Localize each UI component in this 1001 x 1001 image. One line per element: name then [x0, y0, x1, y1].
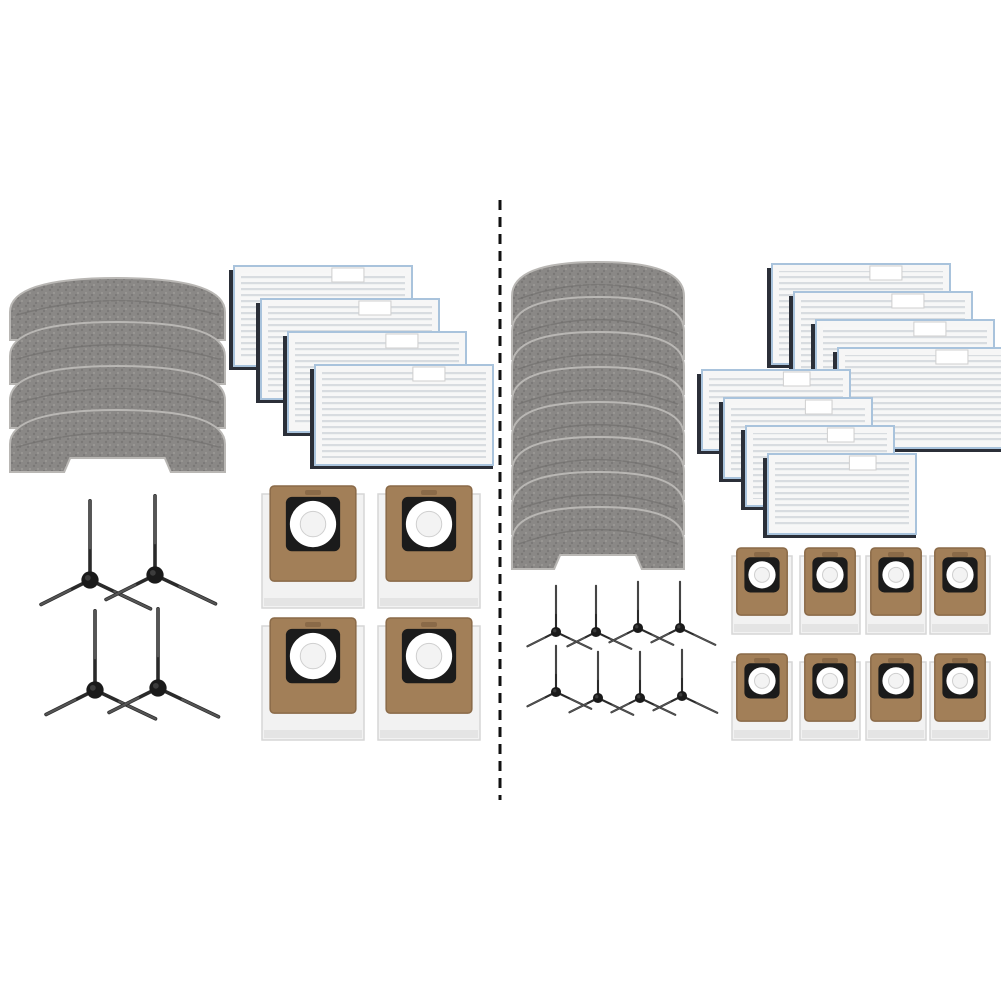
right-dust-bag-8 [929, 653, 991, 741]
right-side-brush-8 [652, 648, 719, 714]
left-dust-bag-2 [377, 485, 481, 609]
right-side-brush-5 [526, 644, 593, 710]
left-dust-bag-3 [261, 617, 365, 741]
right-dust-bag-7 [865, 653, 927, 741]
left-side-brush-1 [39, 499, 153, 611]
mop-pads-layer [9, 260, 685, 570]
dust-bags-layer [261, 485, 991, 741]
right-side-brush-4 [650, 580, 717, 646]
left-side-brush-4 [107, 607, 221, 719]
right-side-brush-7 [610, 650, 677, 716]
right-side-brush-1 [526, 584, 593, 650]
left-side-brush-2 [104, 494, 218, 606]
right-dust-bag-1 [731, 547, 793, 635]
side-brushes-layer [39, 494, 719, 721]
right-side-brush-2 [566, 584, 633, 650]
left-dust-bag-1 [261, 485, 365, 609]
right-dust-bag-2 [799, 547, 861, 635]
right-side-brush-6 [568, 650, 635, 716]
right-side-brush-3 [608, 580, 675, 646]
right-hepa-filter-8 [763, 453, 917, 538]
right-mop-pad-8 [511, 505, 685, 570]
left-hepa-filter-4 [310, 364, 494, 469]
left-mop-pad-4 [9, 408, 226, 473]
right-dust-bag-3 [865, 547, 927, 635]
left-dust-bag-4 [377, 617, 481, 741]
hepa-filters-layer [229, 263, 1001, 538]
right-dust-bag-4 [929, 547, 991, 635]
right-dust-bag-5 [731, 653, 793, 741]
right-dust-bag-6 [799, 653, 861, 741]
